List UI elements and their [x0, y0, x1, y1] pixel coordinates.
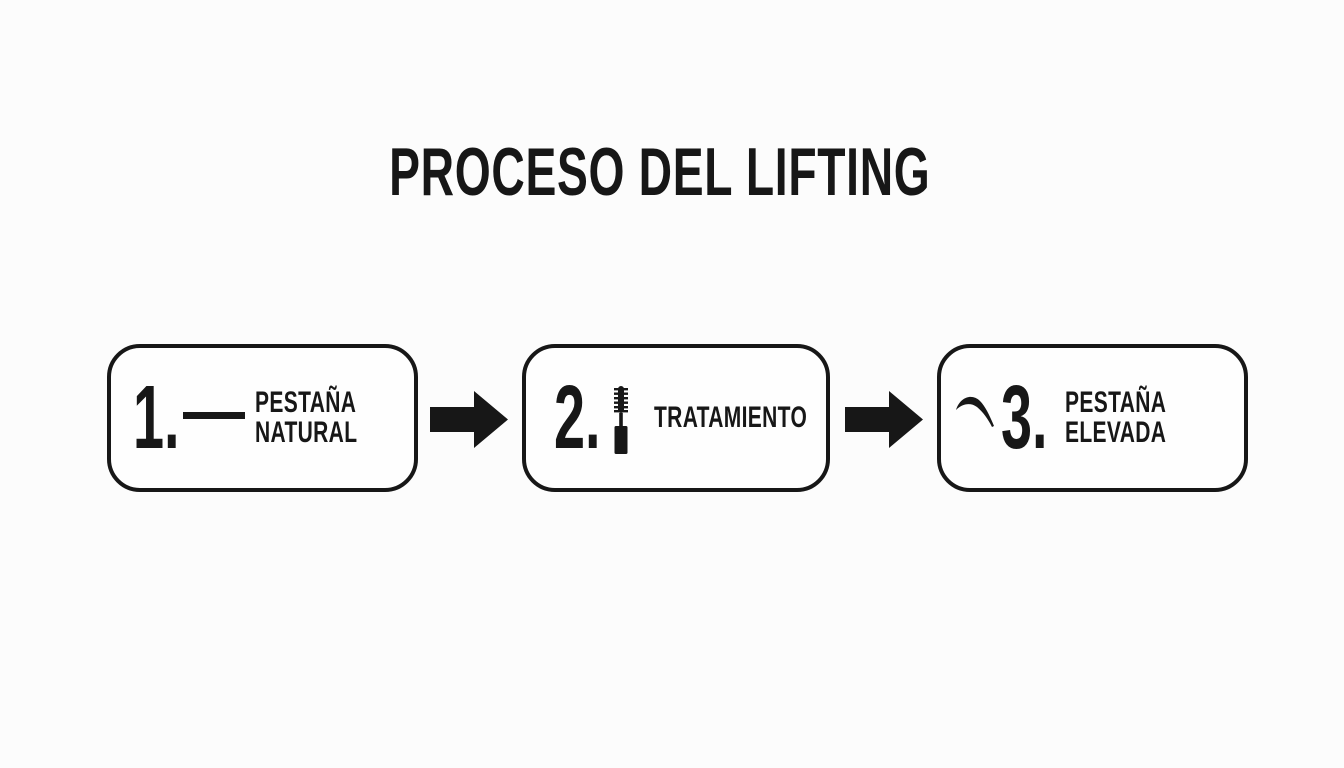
step-box-natural-lash: 1. PESTAÑA NATURAL — [107, 344, 418, 492]
page-title-text: PROCESO DEL LIFTING — [389, 134, 931, 210]
step-number: 2. — [554, 368, 601, 468]
step-label: PESTAÑA NATURAL — [255, 388, 357, 448]
curved-lash-icon — [955, 392, 1001, 430]
step-number: 1. — [133, 368, 180, 468]
mascara-wand-icon — [610, 385, 632, 455]
step-label: TRATAMIENTO — [654, 403, 807, 433]
step-label-line: NATURAL — [255, 416, 358, 449]
step-number: 3. — [1001, 368, 1048, 468]
step-label-line: PESTAÑA — [255, 386, 357, 419]
step-label-line: TRATAMIENTO — [654, 401, 808, 434]
right-arrow-icon — [430, 391, 508, 448]
right-arrow-icon — [845, 391, 923, 448]
step-box-treatment: 2. TRATAMIENTO — [522, 344, 830, 492]
flat-lash-icon — [183, 411, 245, 419]
step-label: PESTAÑA ELEVADA — [1065, 388, 1166, 448]
step-label-line: PESTAÑA — [1065, 386, 1167, 419]
step-box-lifted-lash: 3. PESTAÑA ELEVADA — [937, 344, 1248, 492]
page-title: PROCESO DEL LIFTING — [0, 138, 1344, 206]
step-label-line: ELEVADA — [1065, 416, 1167, 449]
